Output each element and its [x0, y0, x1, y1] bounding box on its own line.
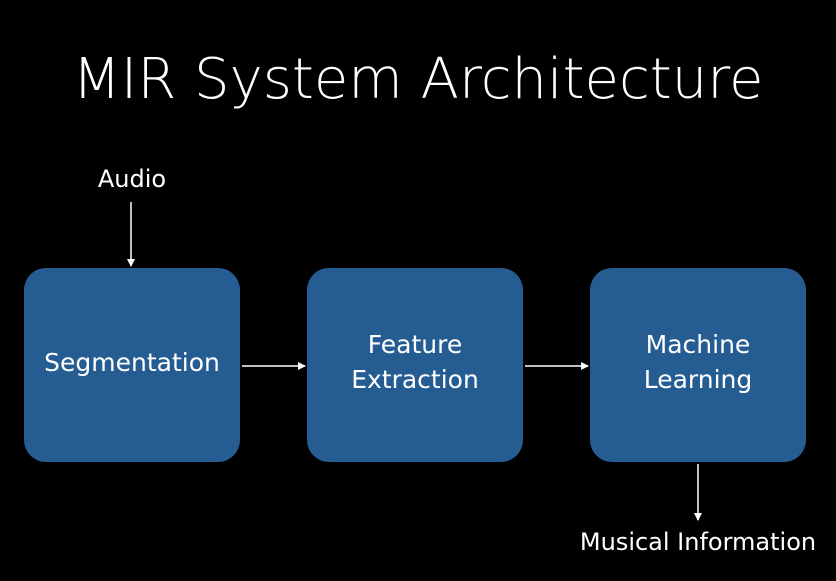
feature-extraction-label: Feature Extraction: [351, 330, 479, 394]
segmentation-label: Segmentation: [44, 347, 220, 377]
output-label-musical-information: Musical Information: [579, 528, 817, 556]
slide-title: MIR System Architecture: [72, 47, 764, 112]
machine-learning-box: Machine Learning: [590, 268, 806, 462]
input-label-audio: Audio: [97, 165, 167, 193]
feature-extraction-box: Feature Extraction: [307, 268, 523, 462]
machine-learning-label: Machine Learning: [643, 330, 753, 394]
segmentation-box: Segmentation: [24, 268, 240, 462]
